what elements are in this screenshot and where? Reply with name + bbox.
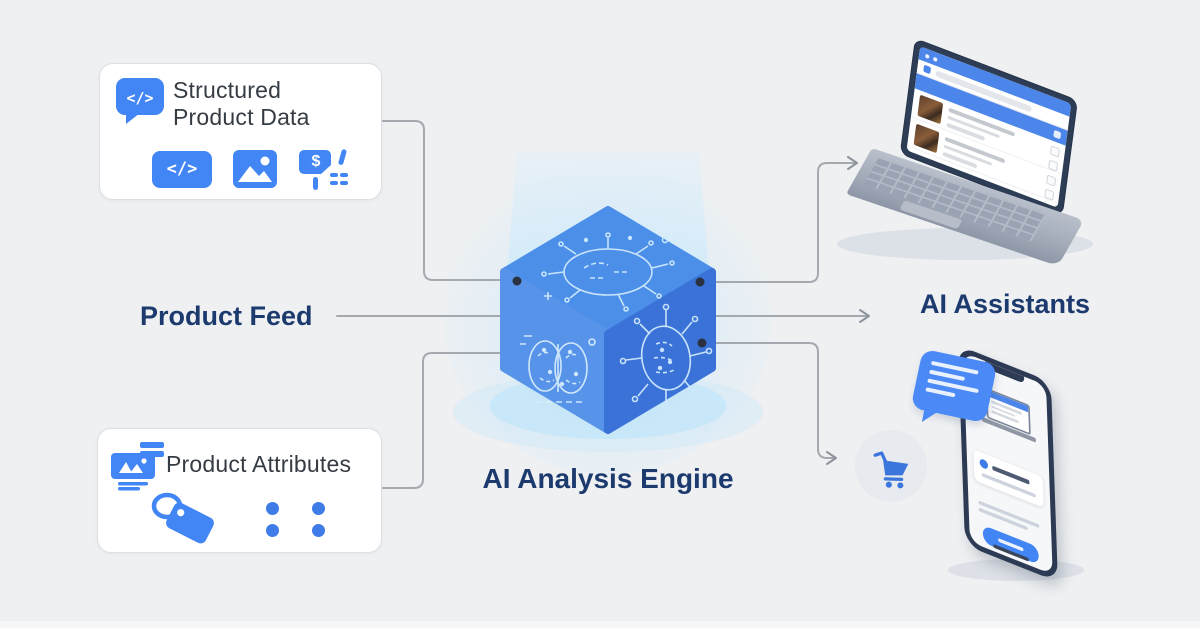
- circuit-chip-doodle: [541, 232, 675, 312]
- brain-doodle: [520, 335, 596, 403]
- bottom-strip: [0, 621, 1200, 628]
- cube-underglow: [490, 373, 726, 439]
- structured-product-data-card: </> Structured Product Data </> $: [99, 63, 382, 200]
- ai-analysis-engine-label: AI Analysis Engine: [482, 463, 734, 494]
- attributes-icon-row: [150, 491, 326, 547]
- product-thumbnail: [913, 123, 940, 154]
- code-block-icon: </>: [152, 150, 212, 188]
- svg-text:$: $: [312, 153, 321, 170]
- laptop-logo-icon: [923, 64, 932, 75]
- product-listing-icon: [111, 442, 164, 491]
- cube-top-face: [500, 206, 716, 338]
- arrowhead-cart: [826, 451, 837, 465]
- cube-left-face: [500, 268, 612, 434]
- image-icon: [233, 150, 277, 188]
- product-thumbnail: [917, 94, 944, 125]
- light-beam: [504, 152, 712, 310]
- product-action-icons: [1044, 174, 1057, 205]
- neural-node-doodle: [619, 303, 713, 411]
- product-attributes-card: Product Attributes: [97, 428, 382, 553]
- structured-card-title: Structured Product Data: [173, 77, 310, 130]
- phone-product-card: [973, 449, 1044, 508]
- connector-cube-to-cart: [703, 342, 835, 459]
- dot-grid: [266, 501, 326, 537]
- connector-cube-to-laptop: [701, 162, 857, 283]
- code-chat-icon: </>: [116, 78, 164, 124]
- structured-icon-row: </> $: [152, 147, 350, 191]
- connector-structured-to-cube: [382, 120, 517, 281]
- arrowhead-assistants: [859, 309, 870, 323]
- cube-right-face: [604, 268, 716, 434]
- buy-now-button: [982, 524, 1039, 565]
- product-feed-label: Product Feed: [140, 301, 313, 331]
- ai-assistants-label: AI Assistants: [920, 289, 1091, 319]
- price-tag-icon: $: [299, 149, 348, 190]
- shopping-cart-icon: [873, 451, 909, 489]
- arrowhead-laptop: [847, 156, 858, 170]
- cart-badge: [855, 430, 927, 502]
- avatar: [979, 457, 989, 471]
- attributes-card-title: Product Attributes: [166, 451, 352, 477]
- svg-text:</>: </>: [126, 89, 153, 107]
- tag-icon: [151, 492, 214, 544]
